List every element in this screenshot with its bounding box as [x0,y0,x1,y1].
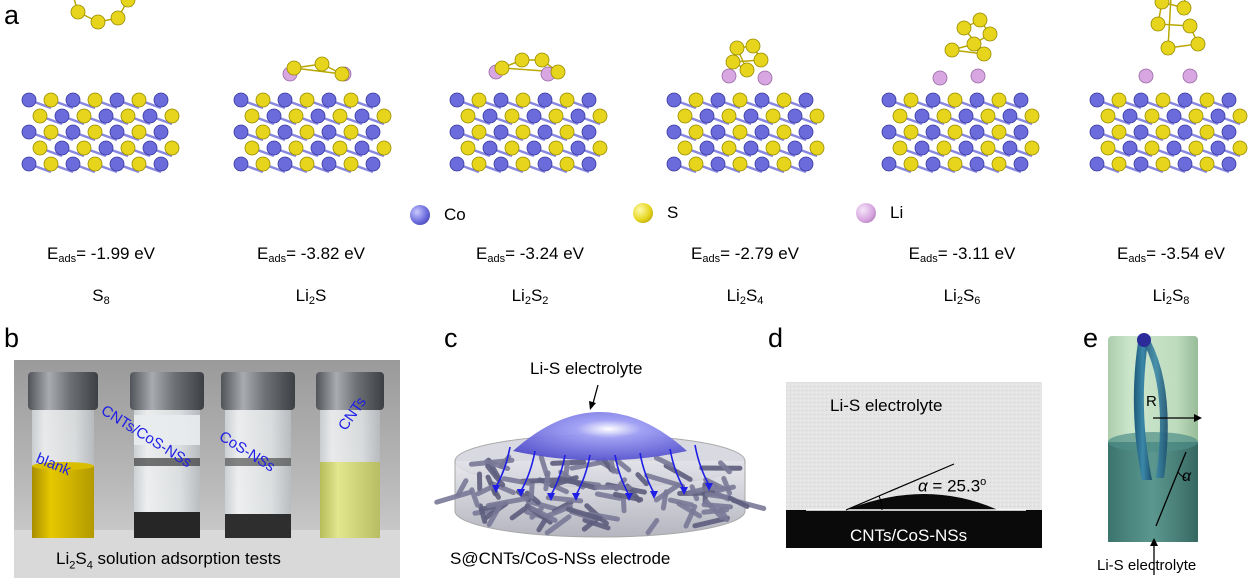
li-atom-icon [856,203,876,223]
electrode-schematic [434,384,767,538]
vial-cnts [316,372,384,538]
legend-s: S [633,203,678,223]
electrolyte-droplet [513,412,687,461]
vials-photo [14,360,400,578]
radius-label: R [1146,393,1157,410]
vial-cnts-cos-nss [130,372,204,538]
species-label-2: Li2S [295,286,327,307]
electrolyte-drop-profile [846,494,998,510]
species-label-3: Li2S2 [511,286,549,307]
panel-letter-c: c [444,323,458,353]
panel-e-bottom-label: Li-S electrolyte [1097,557,1197,574]
species-label-1: S8 [92,286,110,307]
adsorption-energy-5: Eads= -3.11 eV [908,244,1016,265]
model-6 [1089,0,1248,174]
flow-arrows [492,444,713,501]
panel-b-caption: Li2S4 solution adsorption tests [56,549,281,572]
tangent-line [845,463,955,511]
legend-li: Li [856,203,903,223]
cnt-rods [434,454,767,536]
panel-letter-b: b [4,323,20,353]
legend-s-label: S [667,203,679,222]
panel-letter-a: a [4,0,20,30]
capillary-schematic [1108,333,1202,575]
adsorption-energy-2: Eads= -3.82 eV [256,244,365,265]
co-atom-icon [410,205,430,225]
contact-angle-value: α = 25.3o [918,476,987,496]
contact-angle-image [786,382,1042,548]
angle-label: α [1182,468,1192,485]
model-3 [449,52,608,174]
panel-d-top-label: Li-S electrolyte [830,396,943,415]
legend-co: Co [410,205,466,225]
species-label-6: Li2S8 [1152,286,1190,307]
panel-letter-d: d [768,323,784,353]
model-5 [881,12,1040,174]
model-1 [21,0,180,174]
adsorption-energy-4: Eads= -2.79 eV [690,244,799,265]
adsorption-energy-1: Eads= -1.99 eV [46,244,155,265]
legend-co-label: Co [444,205,466,224]
s-atom-icon [633,203,653,223]
fiber-1 [1133,342,1152,480]
fiber-2 [1144,340,1168,478]
species-label-4: Li2S4 [726,286,764,307]
model-4 [666,38,825,174]
panel-d-substrate-label: CNTs/CoS-NSs [850,526,968,545]
panel-c-top-label: Li-S electrolyte [530,359,643,378]
substrate [786,510,1042,548]
species-label-5: Li2S6 [943,286,981,307]
adsorption-energy-3: Eads= -3.24 eV [475,244,584,265]
panel-c-bottom-label: S@CNTs/CoS-NSs electrode [450,549,671,568]
vial-blank [28,372,98,538]
adsorption-energy-6: Eads= -3.54 eV [1116,244,1225,265]
vial-cos-nss [221,372,295,538]
model-2 [233,56,392,174]
legend-li-label: Li [890,203,904,222]
panel-letter-e: e [1083,323,1099,353]
